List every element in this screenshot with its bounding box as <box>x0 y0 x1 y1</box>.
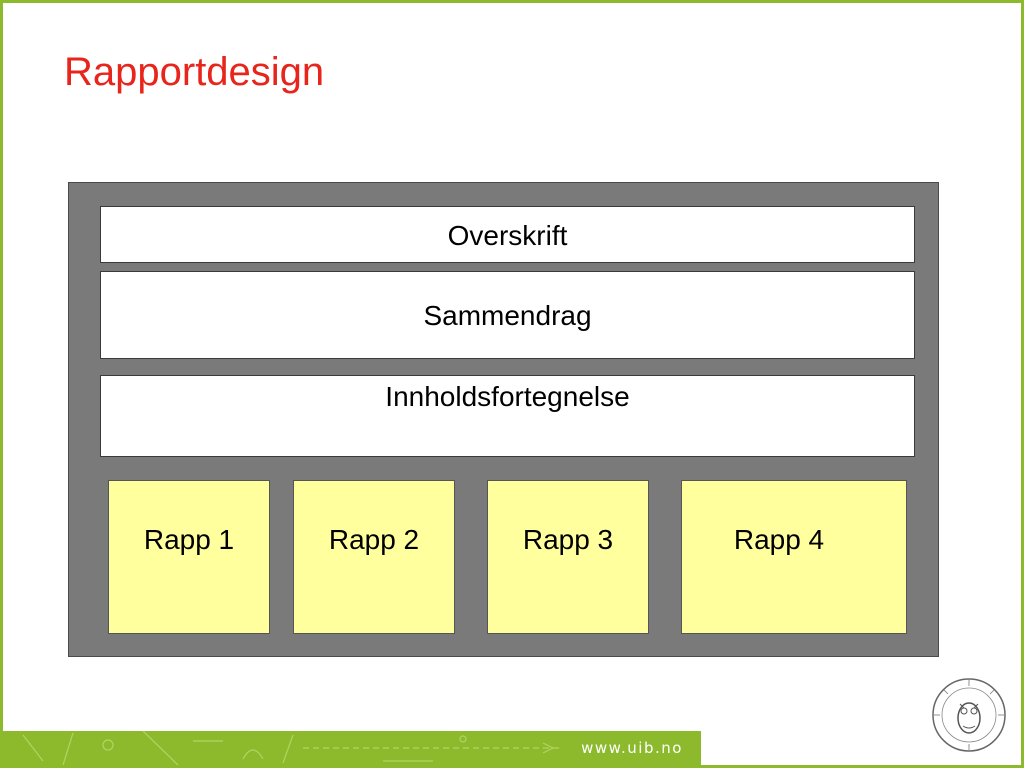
slide-title: Rapportdesign <box>64 50 325 94</box>
footer-band: www.uib.no <box>3 731 701 765</box>
report-box-label: Rapp 4 <box>733 524 825 555</box>
summary-box: Sammendrag <box>100 271 915 359</box>
toc-box-label: Innholdsfortegnelse <box>385 381 630 412</box>
footer-pattern <box>22 731 563 765</box>
summary-box-label: Sammendrag <box>423 300 592 331</box>
report-box-3: Rapp 3 <box>487 480 649 634</box>
report-box-2: Rapp 2 <box>293 480 455 634</box>
heading-box-label: Overskrift <box>447 220 568 251</box>
uib-seal-icon <box>930 676 1008 754</box>
footer-url[interactable]: www.uib.no <box>563 731 701 765</box>
toc-box: Innholdsfortegnelse <box>100 375 915 457</box>
report-box-label: Rapp 1 <box>143 524 235 555</box>
report-box-1: Rapp 1 <box>108 480 270 634</box>
heading-box: Overskrift <box>100 206 915 263</box>
report-box-4: Rapp 4 <box>681 480 907 634</box>
report-box-label: Rapp 2 <box>328 524 420 555</box>
report-box-label: Rapp 3 <box>522 524 614 555</box>
